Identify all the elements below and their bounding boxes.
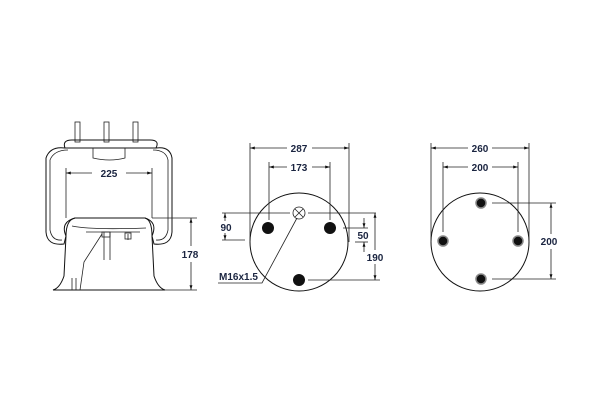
stud-holes [437,197,524,285]
dimension-90 [222,212,376,241]
outer-label: 287 [291,144,308,155]
dimension-260 [430,143,530,242]
top-view: 260 200 200 [430,143,558,292]
dimension-225 [65,168,153,218]
bolt-span-label: 173 [291,163,308,174]
depth-label: 190 [367,253,384,264]
top-plate [63,139,158,149]
dimension-200-vertical [492,202,556,280]
hole-offset-label: 50 [357,231,369,242]
bolt-hole [293,274,305,286]
studs [74,121,139,143]
bottom-view: 287 173 90 50 190 M16x1 [218,143,384,292]
height-label: 178 [182,250,199,261]
thread-label: M16x1.5 [219,272,258,283]
width-label: 225 [101,169,118,180]
dimension-190 [308,213,380,281]
dimension-173 [268,162,331,220]
bellows [45,147,173,245]
air-fitting-icon [292,206,306,220]
dimension-200-horizontal [442,162,519,232]
dimension-287 [249,143,350,242]
outer-label: 260 [472,144,489,155]
dimension-178 [152,217,197,291]
vertical-span-label: 200 [541,237,558,248]
side-view: 225 178 [45,121,199,291]
bolt-hole [262,222,274,234]
thread-leader [218,217,298,284]
bolt-hole [324,222,336,234]
offset-label: 90 [220,223,232,234]
dimension-50 [343,218,368,252]
horizontal-span-label: 200 [472,163,489,174]
top-bead [92,148,126,161]
